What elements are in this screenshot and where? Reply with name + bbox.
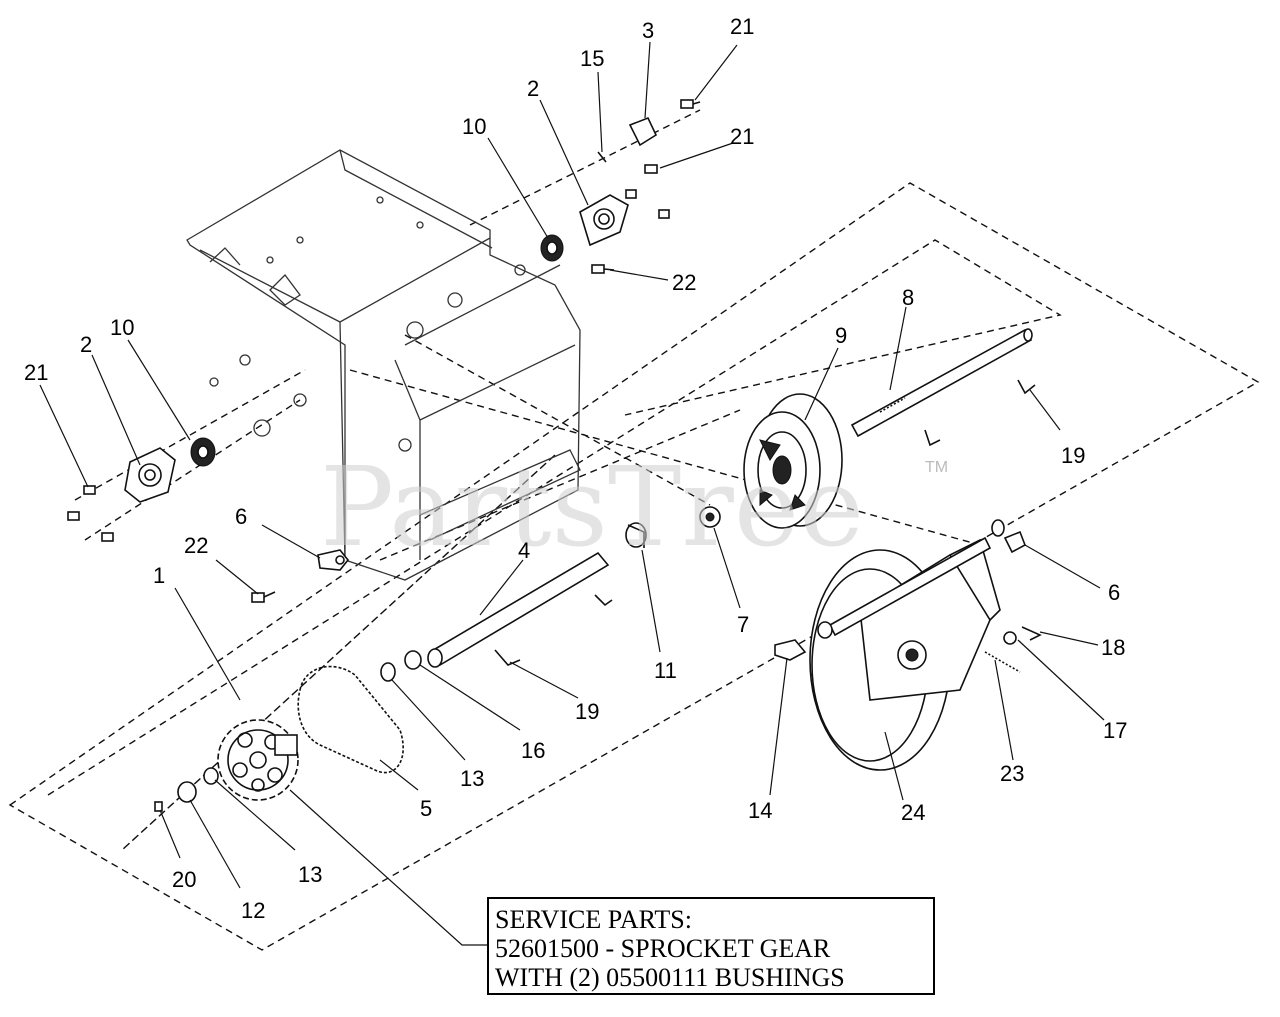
link-part-6-left	[317, 549, 350, 571]
bolts-left	[67, 485, 114, 542]
callout-8: 8	[902, 285, 914, 310]
outer-dashed-boundary	[8, 182, 1260, 951]
callout-23: 23	[1000, 761, 1024, 786]
washer-part-17	[1003, 631, 1017, 645]
clip-near-pulley	[924, 429, 941, 447]
left-dashed-axis	[74, 369, 306, 541]
callout-12: 12	[241, 898, 265, 923]
inner-dashed-boundary	[47, 239, 1062, 851]
bolt-part-21-top	[680, 99, 701, 109]
bushing-part-13-upper	[380, 662, 396, 682]
idler-pulley-part-24	[809, 536, 1001, 771]
pulley-part-9	[743, 393, 843, 529]
callout-22-left: 22	[184, 533, 208, 558]
callout-10-left: 10	[110, 315, 134, 340]
ball-bearing-part-10-top	[540, 234, 564, 262]
callout-17: 17	[1103, 718, 1127, 743]
hairpin-part-19-lower	[494, 649, 521, 666]
service-note-bushing-line: WITH (2) 05500111 BUSHINGS	[495, 963, 845, 992]
callout-10-top: 10	[462, 114, 486, 139]
callout-15: 15	[580, 46, 604, 71]
pin-part-15	[597, 151, 607, 163]
auger-shaft-part-8	[850, 328, 1033, 438]
callout-16: 16	[521, 738, 545, 763]
callout-2-left: 2	[80, 332, 92, 357]
callout-2-top: 2	[527, 76, 539, 101]
bracket-part-3	[628, 116, 658, 147]
callout-22-top: 22	[672, 270, 696, 295]
bolt-part-22-top	[591, 264, 615, 274]
callout-19-lower: 19	[575, 699, 599, 724]
callout-13-lower: 13	[298, 862, 322, 887]
pin-part-20	[154, 801, 163, 812]
service-note-heading: SERVICE PARTS:	[495, 905, 692, 934]
callout-21-top: 21	[730, 14, 754, 39]
callout-24: 24	[901, 800, 925, 825]
callout-13-upper: 13	[460, 766, 484, 791]
bolt-part-21-mid	[644, 164, 658, 174]
spring-part-23	[984, 651, 1021, 673]
leader-lines	[39, 41, 1105, 946]
callout-3: 3	[642, 18, 654, 43]
callout-1: 1	[153, 563, 165, 588]
upper-dashed-axis	[469, 109, 701, 226]
sprocket-part-7	[699, 506, 721, 528]
sprocket-gear-part-1	[217, 719, 299, 801]
callout-7: 7	[737, 612, 749, 637]
flange-bearing-part-2-left	[124, 447, 176, 503]
bushing-part-13-lower	[203, 767, 219, 785]
callout-5: 5	[420, 796, 432, 821]
callout-4: 4	[518, 538, 530, 563]
washer-part-16	[404, 650, 422, 670]
hairpin-part-19-upper	[1017, 379, 1036, 395]
small-bolts-top	[625, 189, 670, 219]
bolt-part-22-left	[251, 591, 276, 603]
callout-11: 11	[654, 658, 677, 683]
shaft-part-4	[427, 551, 610, 668]
callout-6-left: 6	[235, 504, 247, 529]
watermark-text: PartsTree	[320, 443, 864, 571]
clip-part-18	[1021, 626, 1042, 641]
frame-housing	[186, 149, 581, 581]
washer-part-12	[177, 781, 197, 803]
chain-part-5	[297, 665, 404, 774]
callout-19-upper: 19	[1061, 443, 1085, 468]
service-note-part-line: 52601500 - SPROCKET GEAR	[495, 934, 831, 963]
callout-14: 14	[748, 798, 772, 823]
ball-bearing-part-10-left	[190, 437, 216, 467]
callout-18: 18	[1101, 635, 1125, 660]
callout-21-left: 21	[24, 360, 48, 385]
callout-20: 20	[172, 867, 196, 892]
lever-part-14	[774, 639, 807, 661]
callout-9: 9	[835, 323, 847, 348]
watermark-trademark: TM	[925, 459, 948, 476]
bushing-part-11	[625, 522, 647, 548]
service-parts-note: SERVICE PARTS: 52601500 - SPROCKET GEAR …	[487, 897, 935, 995]
flange-bearing-part-2-top	[579, 194, 629, 247]
clip-near-shaft	[594, 594, 613, 607]
callout-21-mid: 21	[730, 124, 754, 149]
callout-6-right: 6	[1108, 580, 1120, 605]
